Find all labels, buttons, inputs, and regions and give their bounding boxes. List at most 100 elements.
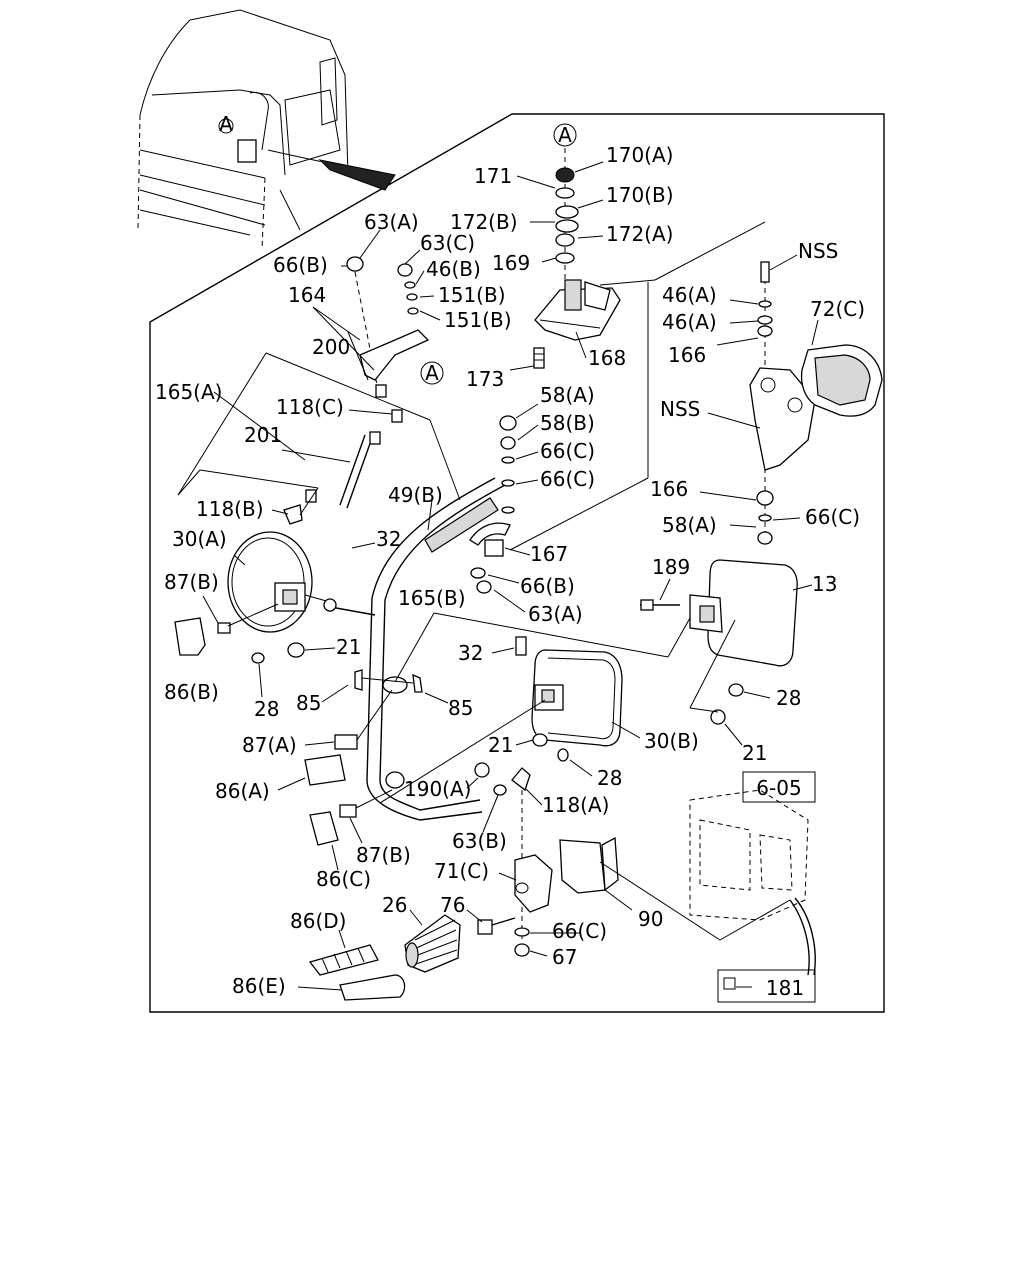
label-30a: 30(A)	[172, 527, 227, 551]
label-172b: 172(B)	[450, 210, 518, 234]
mirror-30b	[515, 636, 623, 762]
label-28-left: 28	[254, 697, 279, 721]
bolt-173	[533, 347, 545, 369]
label-46b: 46(B)	[426, 257, 481, 281]
label-118b: 118(B)	[196, 497, 264, 521]
clamp-167	[469, 522, 511, 594]
label-151b-2: 151(B)	[444, 308, 512, 332]
label-86b: 86(B)	[164, 680, 219, 704]
leader-30b	[379, 699, 546, 804]
label-87a: 87(A)	[242, 733, 297, 757]
label-63b: 63(B)	[452, 829, 507, 853]
cover-86b	[174, 603, 305, 664]
label-28-right: 28	[776, 686, 801, 710]
label-21-right: 21	[742, 741, 767, 765]
label-30b: 30(B)	[644, 729, 699, 753]
label-118c: 118(C)	[276, 395, 344, 419]
label-58b: 58(B)	[540, 411, 595, 435]
label-21-left: 21	[336, 635, 361, 659]
boot-26	[404, 914, 461, 973]
label-nss-mid: NSS	[660, 397, 700, 421]
label-13: 13	[812, 572, 837, 596]
right-bracket-assembly	[749, 261, 883, 545]
label-66c-center-2: 66(C)	[540, 467, 595, 491]
label-49b: 49(B)	[388, 483, 443, 507]
body-panel-reference	[689, 789, 816, 976]
label-201: 201	[244, 423, 282, 447]
label-86c: 86(C)	[316, 867, 371, 891]
mirror-13	[640, 559, 798, 725]
label-169: 169	[492, 251, 530, 275]
label-190a: 190(A)	[404, 777, 471, 801]
label-168: 168	[588, 346, 626, 370]
leader-lines	[202, 161, 819, 991]
label-72c: 72(C)	[810, 297, 865, 321]
label-171: 171	[474, 164, 512, 188]
label-118a: 118(A)	[542, 793, 609, 817]
reference-circle-a-cab: A	[219, 112, 233, 136]
label-26: 26	[382, 893, 407, 917]
label-90: 90	[638, 907, 663, 931]
label-167: 167	[530, 542, 568, 566]
mirror-30a	[227, 531, 376, 633]
label-66b-center: 66(B)	[520, 574, 575, 598]
label-76: 76	[440, 893, 465, 917]
label-32-b: 32	[458, 641, 483, 665]
label-170a: 170(A)	[606, 143, 673, 167]
label-32-a: 32	[376, 527, 401, 551]
label-86d: 86(D)	[290, 909, 346, 933]
label-189: 189	[652, 555, 690, 579]
label-66c-bottom: 66(C)	[552, 919, 607, 943]
label-173: 173	[466, 367, 504, 391]
label-172a: 172(A)	[606, 222, 673, 246]
center-nut-stack	[499, 415, 517, 514]
cab-illustration	[137, 9, 396, 251]
label-21-mid: 21	[488, 733, 513, 757]
label-166-2: 166	[650, 477, 688, 501]
mirror-motor-168	[534, 279, 621, 341]
label-200: 200	[312, 335, 350, 359]
bottom-hardware	[474, 762, 791, 957]
rod-201	[177, 352, 461, 525]
label-67: 67	[552, 945, 577, 969]
upper-left-hardware	[312, 256, 430, 423]
circle-a-text-top: A	[558, 123, 572, 147]
label-170b: 170(B)	[606, 183, 674, 207]
leader-165b	[394, 221, 766, 683]
ref-box-605[interactable]: 6-05	[742, 771, 816, 803]
covers-86d-86e	[308, 944, 406, 1001]
label-86a: 86(A)	[215, 779, 270, 803]
label-nss-top: NSS	[798, 239, 838, 263]
lower-left-covers	[304, 689, 393, 846]
label-63a-top: 63(A)	[364, 210, 419, 234]
ref-605-label: 6-05	[756, 776, 801, 800]
ref-box-181[interactable]: 181	[717, 969, 816, 1003]
label-46a-1: 46(A)	[662, 283, 717, 307]
label-87b-bottom: 87(B)	[356, 843, 411, 867]
top-washer-stack	[555, 148, 579, 280]
label-58a-right: 58(A)	[662, 513, 717, 537]
circle-a-text-mid: A	[425, 361, 439, 385]
label-166-1: 166	[668, 343, 706, 367]
label-85-a: 85	[296, 691, 321, 715]
part-labels: 170(A) 171 170(B) 172(B) 172(A) 169 63(A…	[155, 143, 865, 998]
label-85-b: 85	[448, 696, 473, 720]
circle-a-text-cab: A	[219, 112, 233, 136]
label-58a-center: 58(A)	[540, 383, 595, 407]
reference-circle-a-top: A	[553, 123, 577, 147]
label-164: 164	[288, 283, 326, 307]
label-87b-left: 87(B)	[164, 570, 219, 594]
diagram-frame	[149, 113, 885, 1013]
label-165b: 165(B)	[398, 586, 466, 610]
label-66c-right: 66(C)	[805, 505, 860, 529]
clips-85	[354, 669, 423, 693]
label-86e: 86(E)	[232, 974, 286, 998]
label-66b-top: 66(B)	[273, 253, 328, 277]
ref-181-label: 181	[766, 976, 804, 1000]
label-66c-center-1: 66(C)	[540, 439, 595, 463]
reference-circle-a-mid: A	[420, 361, 444, 385]
label-71c: 71(C)	[434, 859, 489, 883]
label-46a-2: 46(A)	[662, 310, 717, 334]
label-63c: 63(C)	[420, 231, 475, 255]
